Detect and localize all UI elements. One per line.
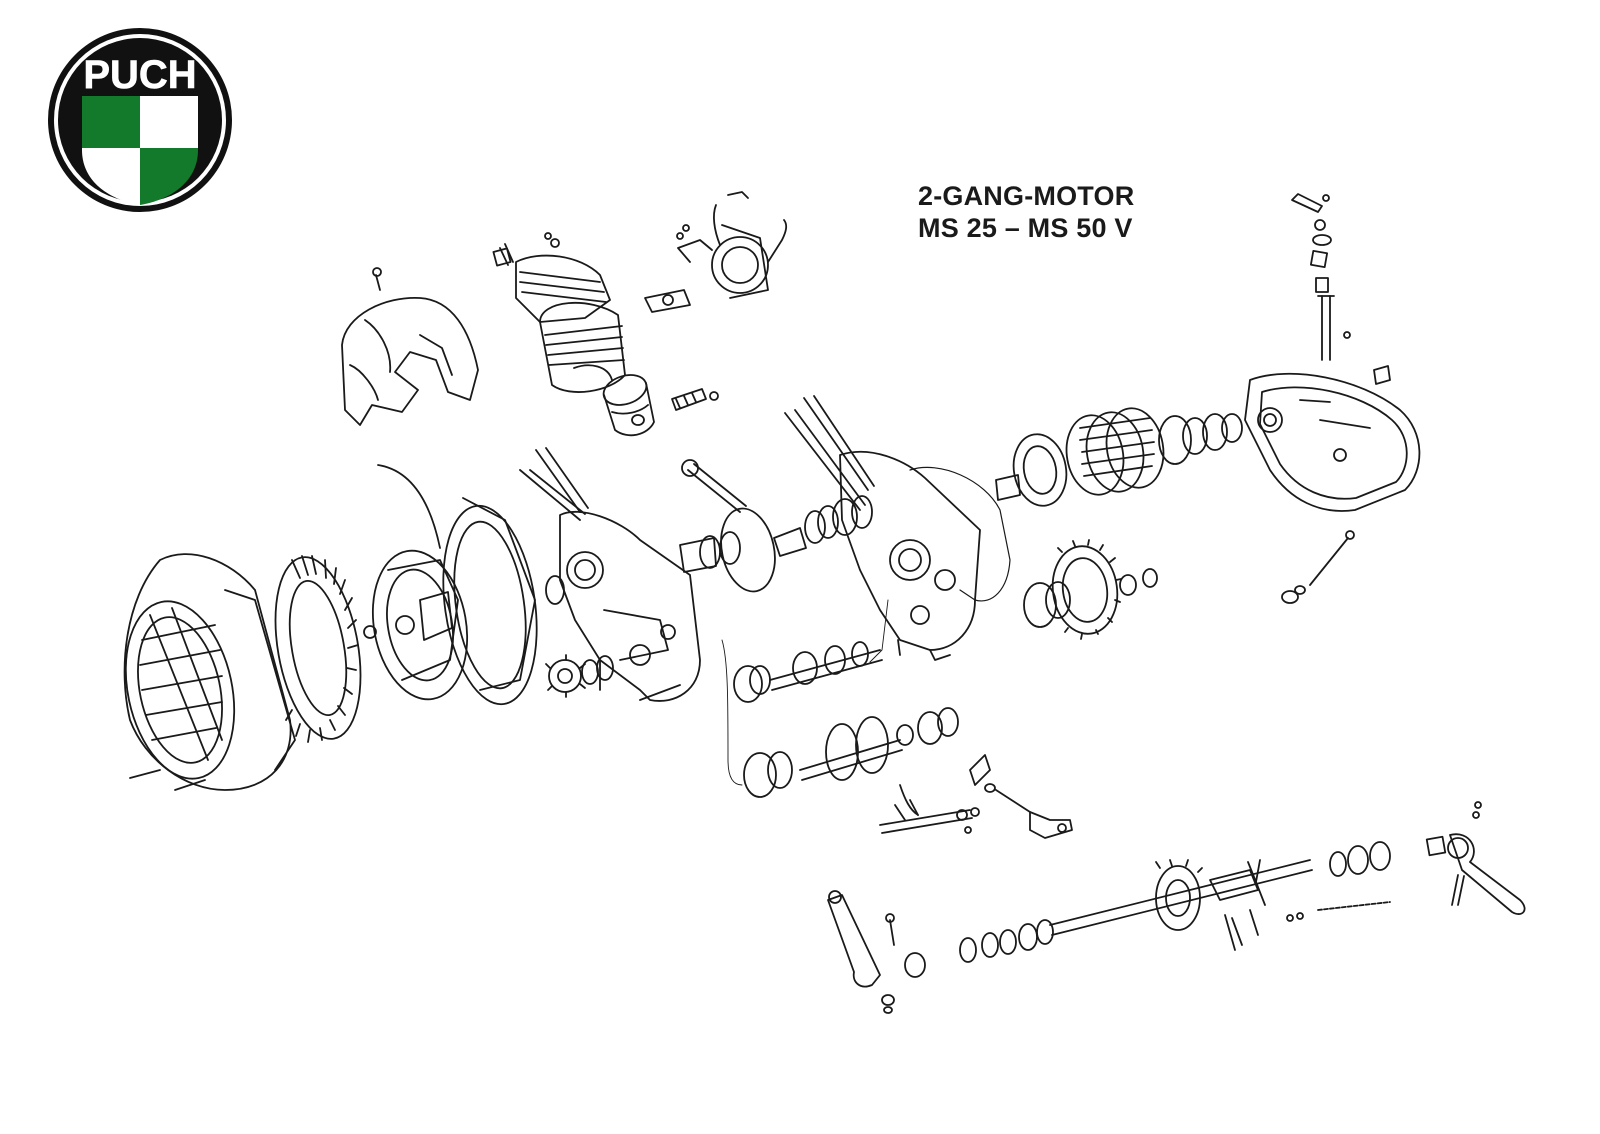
cylinder-icon [492, 232, 626, 393]
title-line-1: 2-GANG-MOTOR [918, 181, 1135, 211]
fan-shroud-icon [341, 267, 479, 426]
clutch-hub-icon [1158, 413, 1243, 465]
crankcase-gasket-icon [909, 466, 1011, 602]
logo-text: PUCH [83, 53, 196, 97]
clutch-basket-icon [995, 433, 1068, 507]
right-crankcase-icon [784, 395, 981, 661]
piston-pin-icon [671, 388, 707, 411]
title-line-2: MS 25 – MS 50 V [918, 213, 1133, 243]
clutch-plates-icon [1065, 407, 1165, 496]
carburettor-icon [676, 191, 788, 299]
spacer-ring-icon [581, 659, 599, 685]
kickstart-washers-icon [959, 919, 1054, 963]
left-crankcase-icon [519, 447, 701, 702]
circlip-icon [709, 391, 719, 401]
main-bearing-icon [804, 495, 873, 544]
piston-icon [602, 374, 655, 437]
stator-plate-icon [442, 497, 538, 706]
oil-seal-icon [545, 575, 565, 605]
leader-line-icon [721, 639, 743, 786]
adjusting-screw-icon [1281, 530, 1355, 604]
kickstart-pedal-icon [1425, 801, 1526, 915]
layshaft-icon [743, 707, 959, 798]
main-gearshaft-icon [733, 641, 883, 703]
crankshaft-icon [679, 459, 807, 593]
intake-gasket-icon [644, 289, 691, 313]
right-engine-cover-icon [1244, 372, 1421, 512]
kickstart-shaft-icon [1049, 841, 1391, 951]
shift-fork-icon [879, 784, 980, 834]
puch-logo: PUCH [48, 28, 232, 212]
diagram-title: 2-GANG-MOTOR MS 25 – MS 50 V [918, 180, 1134, 244]
fan-wheel-icon [274, 555, 362, 743]
selector-shaft-icon [969, 754, 1073, 839]
kickstart-lever-icon [827, 890, 926, 1014]
chain-sprocket-icon [545, 654, 586, 698]
clutch-lever-icon [1291, 193, 1391, 385]
flywheel-magneto-icon [371, 464, 469, 701]
fan-nut-icon [363, 625, 377, 639]
left-engine-cover-icon [123, 553, 296, 791]
primary-gear-icon [1023, 539, 1158, 640]
